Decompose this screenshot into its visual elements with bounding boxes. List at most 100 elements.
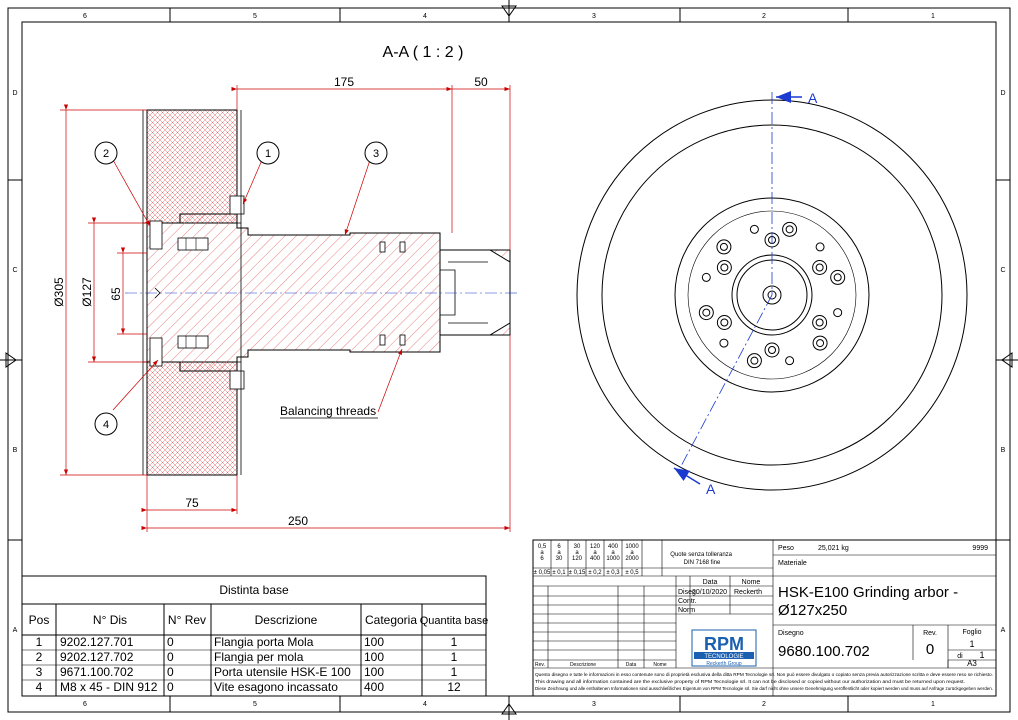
section-marker-bottom: A <box>706 481 716 497</box>
socket-screw-inner <box>815 263 824 272</box>
disegno-label: Disegno <box>778 630 804 637</box>
bom-cell: 0 <box>167 650 174 664</box>
bom-cell: 1 <box>36 635 43 649</box>
row-label: B <box>1001 447 1006 454</box>
screw-holes <box>149 195 406 390</box>
company-logo <box>691 629 757 667</box>
code-top: 9999 <box>972 545 988 552</box>
bom-cell: 400 <box>364 680 384 694</box>
disclaimer-de: Diese Zeichnung und alle enthaltenen Inf… <box>535 686 993 691</box>
bom-cell: 9671.100.702 <box>60 665 134 679</box>
bom-header: Quantita base <box>420 615 489 627</box>
diseg-name: Reckerth <box>734 589 762 596</box>
nome-col: Nome <box>653 662 667 668</box>
bom-cell: 100 <box>364 650 384 664</box>
grinding-wheel-upper <box>146 109 238 224</box>
socket-screw <box>716 260 732 275</box>
bolt-hole <box>782 221 798 237</box>
socket-screw <box>812 260 828 275</box>
small-hole <box>749 224 759 234</box>
bom-cell: Vite esagono incassato <box>214 680 338 694</box>
bolt-hole-inner <box>702 308 711 317</box>
diseg-date: 20/10/2020 <box>692 589 727 596</box>
materiale-label: Materiale <box>778 560 807 567</box>
bom-cell: Flangia per mola <box>214 650 304 664</box>
bom-cell: 9202.127.702 <box>60 650 134 664</box>
part-balloons: 2 1 3 4 <box>94 141 388 436</box>
tol-note: Quote senza tolleranza DIN 7168 fine <box>670 552 733 566</box>
balancing-note: Balancing threads <box>280 404 376 418</box>
disclaimer-en: This drawing and all information contain… <box>535 679 965 684</box>
drawing-number: 9680.100.702 <box>778 643 870 660</box>
data-col: Data <box>626 662 637 668</box>
foglio-value: 1 <box>969 639 974 649</box>
col-label: 3 <box>592 13 596 20</box>
bom-header: Pos <box>29 613 50 627</box>
row-label: D <box>12 90 17 97</box>
dim-175: 175 <box>334 75 354 89</box>
tol-value: ± 0,5 <box>625 570 639 576</box>
logo-main: RPM <box>704 634 744 654</box>
row-label: C <box>1000 267 1005 274</box>
contr-label: Contr. <box>678 598 697 605</box>
col-label: 5 <box>253 701 257 708</box>
bom-cell: 0 <box>167 635 174 649</box>
section-marker-top: A <box>808 90 818 106</box>
small-hole <box>785 356 795 366</box>
row-label: D <box>1000 90 1005 97</box>
bolt-hole-inner <box>785 225 794 234</box>
small-hole <box>719 338 729 348</box>
col-label: 6 <box>83 701 87 708</box>
col-label: 5 <box>253 13 257 20</box>
tol-value: ± 0,2 <box>588 570 602 576</box>
norm-label: Norm <box>678 607 695 614</box>
rev-col: Rev. <box>535 662 545 668</box>
balloon-2: 2 <box>103 148 109 160</box>
bom-cell: 0 <box>167 665 174 679</box>
bom-header: Categoria <box>365 613 417 627</box>
bom-cell: 1 <box>451 635 458 649</box>
logo-sub: TECNOLOGIE <box>704 654 743 660</box>
bom-cell: 2 <box>36 650 43 664</box>
col-label: 1 <box>931 701 935 708</box>
data-label: Data <box>703 579 718 586</box>
bom-cell: 0 <box>167 680 174 694</box>
balloon-1: 1 <box>265 148 271 160</box>
balloon-3: 3 <box>373 148 379 160</box>
socket-screw <box>812 315 828 330</box>
bom-title: Distinta base <box>219 583 289 597</box>
small-hole <box>815 242 825 252</box>
col-label: 4 <box>423 701 427 708</box>
bolt-hole-inner <box>719 242 728 251</box>
row-label: A <box>13 627 18 634</box>
tol-value: ± 0,05 <box>534 570 551 576</box>
peso-value: 25,021 kg <box>818 545 849 552</box>
section-view <box>125 109 520 476</box>
socket-screw-inner <box>720 318 729 327</box>
bom-header: N° Dis <box>93 613 127 627</box>
logo-group: Reckerth Group <box>706 661 742 667</box>
small-hole <box>701 272 711 282</box>
socket-screw-inner <box>768 346 776 354</box>
peso-label: Peso <box>778 545 794 552</box>
dim-d127: Ø127 <box>80 277 94 307</box>
bom-cell: 1 <box>451 665 458 679</box>
tol-value: ± 0,1 <box>552 570 566 576</box>
disclaimer-it: Questo disegno e tutte le informazioni i… <box>535 672 993 677</box>
bolt-hole-inner <box>750 356 759 365</box>
socket-screw-inner <box>720 263 729 272</box>
rev-value: 0 <box>926 641 934 658</box>
bom-cell: 1 <box>451 650 458 664</box>
bom-table: Distinta base Pos N° Dis N° Rev Descrizi… <box>21 575 489 697</box>
bolt-hole <box>698 305 714 321</box>
bom-header: Descrizione <box>255 613 318 627</box>
dim-75: 75 <box>185 496 199 510</box>
dim-250: 250 <box>288 514 308 528</box>
